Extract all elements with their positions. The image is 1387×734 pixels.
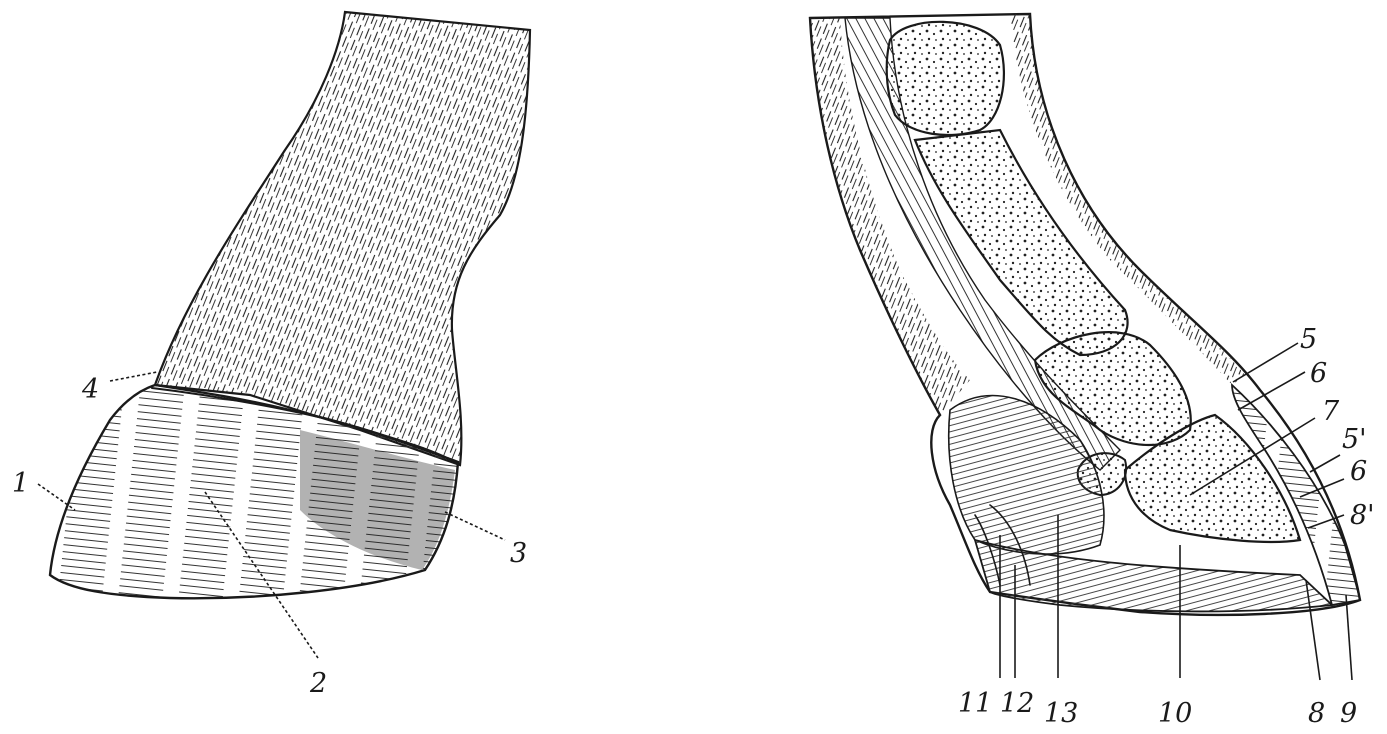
label-9: 9 [1340, 698, 1357, 729]
label-8: 8 [1308, 698, 1325, 729]
first-phalanx [887, 22, 1004, 135]
label-5: 5 [1300, 324, 1317, 355]
label-6-lower: 6 [1350, 456, 1367, 487]
label-5-prime: 5' [1342, 424, 1367, 455]
label-13: 13 [1044, 698, 1078, 729]
label-12: 12 [1000, 688, 1034, 719]
label-3: 3 [510, 538, 527, 569]
right-hoof-section [810, 14, 1360, 615]
label-1: 1 [12, 468, 29, 499]
label-11: 11 [958, 688, 992, 719]
label-2: 2 [309, 668, 327, 699]
left-hoof-view [50, 12, 530, 598]
label-10: 10 [1158, 698, 1192, 729]
label-8-prime: 8' [1350, 500, 1375, 531]
label-7: 7 [1322, 396, 1340, 427]
label-4: 4 [81, 374, 99, 405]
label-6-upper: 6 [1310, 358, 1327, 389]
